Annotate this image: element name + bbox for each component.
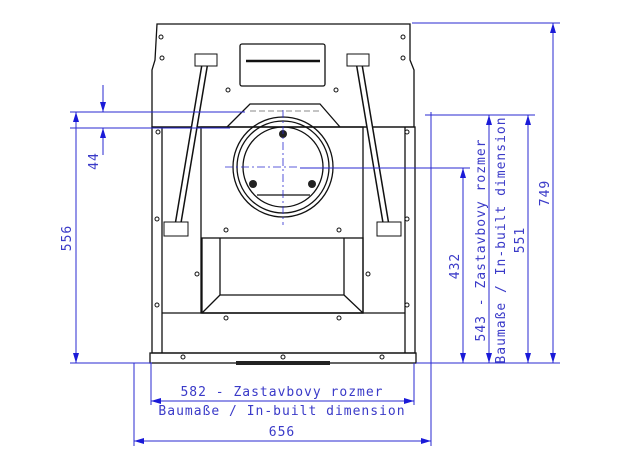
label-582: 582 - Zastavbovy rozmer <box>180 385 383 400</box>
hood-collar <box>226 103 341 128</box>
label-749: 749 <box>538 180 553 206</box>
label-656: 656 <box>269 425 295 440</box>
bottom-filter-edge <box>236 361 330 365</box>
left-strut <box>163 53 218 237</box>
label-432: 432 <box>448 253 463 279</box>
label-height-builtin: Baumaße / In-built dimension <box>494 116 509 363</box>
label-width-builtin: Baumaße / In-built dimension <box>158 404 405 419</box>
control-panel <box>239 43 326 87</box>
label-556: 556 <box>60 225 75 251</box>
right-strut <box>346 53 402 237</box>
dimension-lines <box>70 22 560 446</box>
label-543: 543 - Zastavbovy rozmer <box>474 138 489 341</box>
label-551: 551 <box>513 227 528 253</box>
inner-frame <box>200 126 364 314</box>
label-44: 44 <box>87 152 102 170</box>
lower-opening <box>201 237 364 314</box>
screw-holes <box>154 34 410 360</box>
